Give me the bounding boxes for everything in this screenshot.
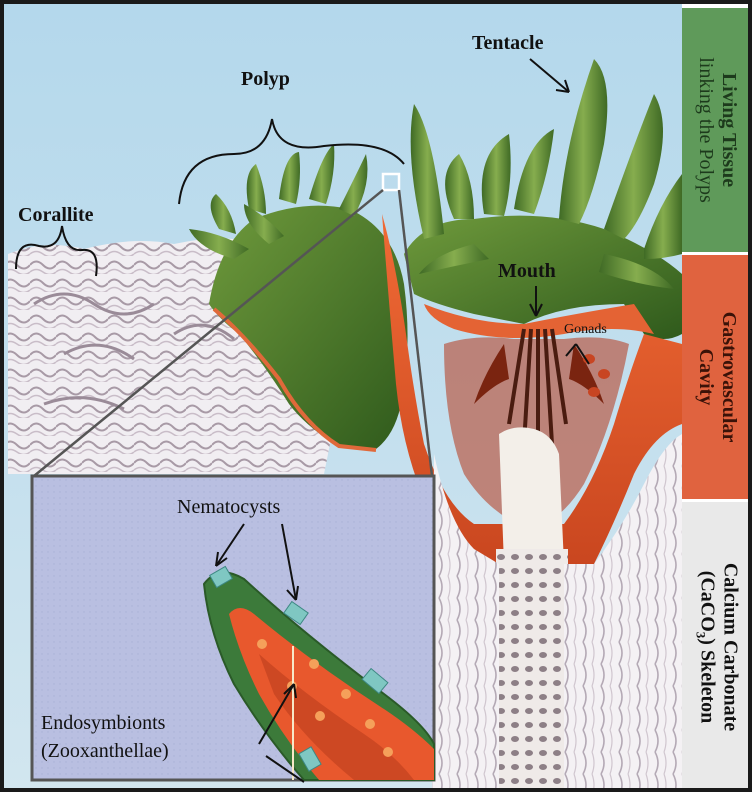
endosymbionts-label: Endosymbionts bbox=[41, 712, 165, 735]
band-gastrovascular-line2: Cavity bbox=[694, 312, 717, 443]
skeleton-columella bbox=[499, 427, 564, 564]
polyp-label: Polyp bbox=[241, 68, 290, 91]
band-calcium-carbonate: Calcium Carbonate (CaCO3) Skeleton bbox=[682, 502, 752, 792]
band-calcium-carbonate-line2: (CaCO3) Skeleton bbox=[693, 563, 719, 731]
band-calcium-carbonate-text: Calcium Carbonate (CaCO3) Skeleton bbox=[693, 563, 742, 731]
skeleton-porous-core bbox=[496, 549, 568, 792]
zooxanthellae-label: (Zooxanthellae) bbox=[41, 740, 169, 763]
skeleton-word: ) Skeleton bbox=[696, 638, 718, 723]
tentacle-label: Tentacle bbox=[472, 32, 543, 55]
band-living-tissue-text: Living Tissue linking the Polyps bbox=[694, 57, 740, 203]
band-living-tissue-line2: linking the Polyps bbox=[694, 57, 717, 203]
mouth-label: Mouth bbox=[498, 260, 556, 283]
caco-formula: (CaCO bbox=[696, 571, 718, 632]
band-living-tissue-line1: Living Tissue bbox=[717, 57, 740, 203]
gonads-label: Gonads bbox=[564, 322, 607, 338]
band-calcium-carbonate-line1: Calcium Carbonate bbox=[718, 563, 741, 731]
illustration bbox=[4, 4, 752, 792]
band-gastrovascular-line1: Gastrovascular bbox=[717, 312, 740, 443]
nematocysts-label: Nematocysts bbox=[177, 496, 280, 519]
corallite-label: Corallite bbox=[18, 204, 94, 227]
band-gastrovascular-text: Gastrovascular Cavity bbox=[694, 312, 740, 443]
band-living-tissue: Living Tissue linking the Polyps bbox=[682, 8, 752, 252]
band-gastrovascular: Gastrovascular Cavity bbox=[682, 255, 752, 499]
